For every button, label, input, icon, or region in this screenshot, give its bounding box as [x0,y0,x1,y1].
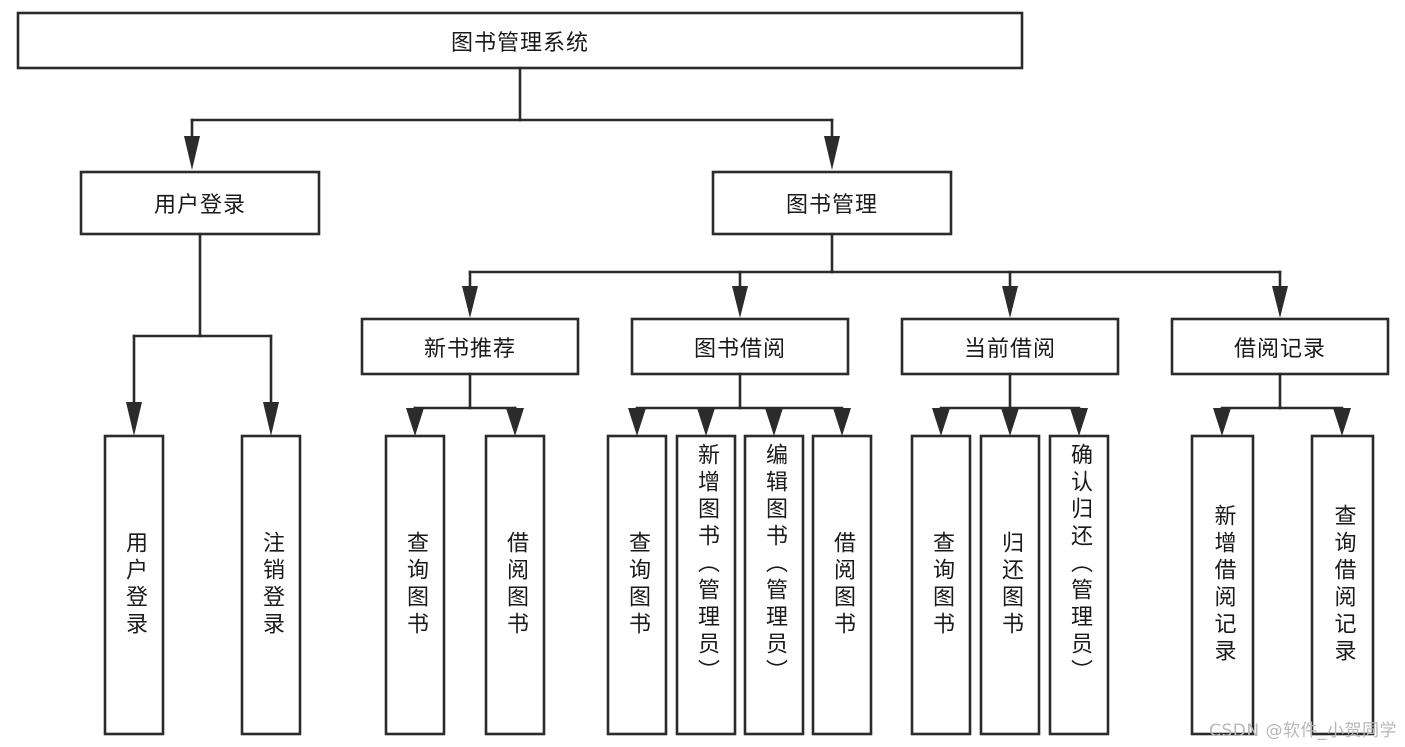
leaf-box-user-login-0[interactable] [103,434,165,736]
leaf-box-user-login-1[interactable] [240,434,302,736]
arrowhead-to-user-login [184,136,200,170]
arrowhead-leaf-book-borrow-1 [697,408,715,436]
arrowhead-to-book-manage [824,136,840,170]
leaf-box-current-borrow-1[interactable] [979,434,1041,736]
arrowhead-leaf-current-borrow-0 [932,408,950,436]
arrowhead-to-current-borrow [1002,286,1018,318]
arrowhead-leaf-borrow-record-1 [1333,408,1351,436]
node-new-book-recommend-box[interactable] [360,317,580,376]
arrowhead-leaf-new-book-0 [406,408,424,436]
leaf-box-borrow-record-0[interactable] [1190,434,1255,736]
node-borrow-record-box[interactable] [1170,317,1390,376]
arrowhead-to-new-book [462,286,478,318]
arrowhead-to-borrow-record [1272,286,1288,318]
arrowhead-leaf-borrow-record-0 [1213,408,1231,436]
arrowhead-leaf-book-borrow-2 [765,408,783,436]
node-book-manage-box[interactable] [711,170,953,236]
leaf-box-current-borrow-0[interactable] [910,434,972,736]
leaf-box-new-book-1[interactable] [484,434,546,736]
leaf-box-current-borrow-2[interactable] [1048,434,1110,736]
leaf-box-book-borrow-3[interactable] [811,434,873,736]
leaf-box-book-borrow-1[interactable] [675,434,737,736]
arrowhead-leaf-user-login-1 [263,402,279,436]
leaf-box-book-borrow-0[interactable] [606,434,668,736]
arrowhead-leaf-user-login-0 [126,402,142,436]
node-root-box[interactable] [16,11,1024,70]
node-book-borrow-box[interactable] [630,317,850,376]
csdn-watermark: CSDN @软件_小贺同学 [1209,721,1397,741]
leaf-box-new-book-0[interactable] [384,434,446,736]
leaf-box-book-borrow-2[interactable] [743,434,805,736]
node-user-login-box[interactable] [79,170,321,236]
arrowhead-leaf-current-borrow-2 [1070,408,1088,436]
leaf-box-borrow-record-1[interactable] [1310,434,1375,736]
arrowhead-leaf-current-borrow-1 [1001,408,1019,436]
arrowhead-leaf-book-borrow-0 [628,408,646,436]
node-current-borrow-box[interactable] [900,317,1120,376]
arrowhead-leaf-new-book-1 [506,408,524,436]
arrowhead-leaf-book-borrow-3 [833,408,851,436]
arrowhead-to-book-borrow [732,286,748,318]
